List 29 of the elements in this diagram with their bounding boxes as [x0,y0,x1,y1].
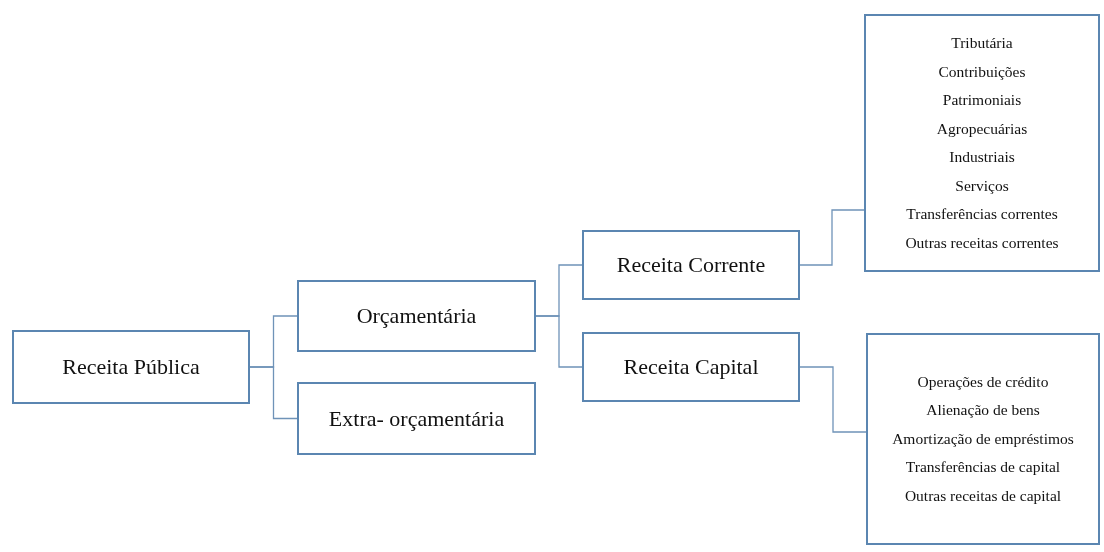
category-box [582,332,800,402]
list-box [864,14,1100,272]
list-item-text: Tributária [951,33,1013,53]
connector-line [799,366,867,433]
connector-line [799,209,865,266]
list-item-text: Serviços [955,175,1009,196]
connector-line [535,315,583,368]
category-box [582,230,800,300]
category-box [297,382,536,455]
box-label: Receita Capital [623,354,759,380]
box-label: Receita Pública [62,354,200,380]
box-label: Receita Corrente [616,252,766,278]
list-item-text: Amortização de empréstimos [892,428,1074,449]
connector-line [249,366,298,420]
list-item-text: Outras receitas correntes [905,232,1059,253]
list-item-text: Outras receitas de capital [904,485,1062,506]
list-item-text: Transferências correntes [906,204,1058,224]
list-item-text: Agropecuárias [936,118,1028,139]
list-item-text: Industriais [949,147,1015,167]
category-box [297,280,536,352]
list-box [866,333,1100,545]
box-label: Orçamentária [356,303,477,329]
list-item-text: Patrimoniais [942,90,1022,110]
category-box [12,330,250,404]
list-item-text: Operações de crédito [917,371,1049,392]
box-label: Extra- orçamentária [328,405,505,432]
list-item-text: Alienação de bens [926,400,1040,421]
list-item-text: Transferências de capital [905,457,1061,478]
list-item-text: Contribuições [938,61,1026,82]
